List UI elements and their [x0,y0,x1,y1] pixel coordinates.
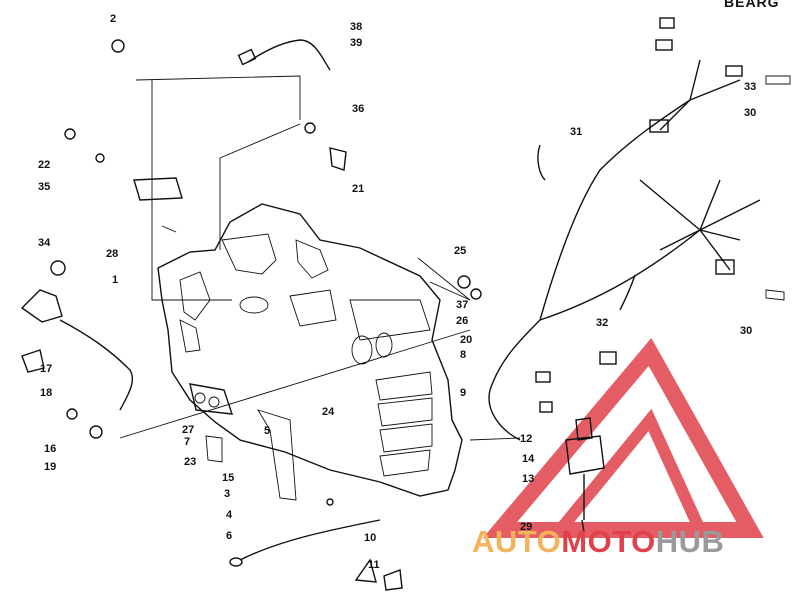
callout-39: 39 [350,37,362,49]
callout-29: 29 [520,521,532,533]
callout-34: 34 [38,237,51,249]
callout-2: 2 [110,13,116,25]
watermark-auto: AUTO [472,524,562,559]
callout-9: 9 [460,387,466,399]
watermark-moto: MOTO [561,524,656,559]
callout-26: 26 [456,315,468,327]
callout-36: 36 [352,103,364,115]
dash-housing [157,203,463,501]
callout-33: 33 [744,81,756,93]
callout-8: 8 [460,349,466,361]
callout-7: 7 [184,436,190,448]
leader-lines [119,75,521,441]
callout-11: 11 [368,559,380,571]
cable-left [20,289,134,411]
callout-4: 4 [226,509,233,521]
callout-27: 27 [182,424,194,436]
callout-5: 5 [264,425,270,437]
callout-15: 15 [222,472,234,484]
callout-20: 20 [460,334,472,346]
callout-10: 10 [364,532,376,544]
callout-28: 28 [106,248,118,260]
callout-16: 16 [44,443,56,455]
wiring-harness [488,17,791,441]
callout-32: 32 [596,317,608,329]
callout-17: 17 [40,363,52,375]
callout-24: 24 [322,406,335,418]
callout-21: 21 [352,183,364,195]
callout-14: 14 [522,453,535,465]
callout-22: 22 [38,159,50,171]
callout-6: 6 [226,530,232,542]
watermark-triangle-icon [482,338,764,538]
cable-bottom [229,519,381,567]
callout-37: 37 [456,299,468,311]
callout-13: 13 [522,473,534,485]
callout-19: 19 [44,461,56,473]
callout-31: 31 [570,126,582,138]
callout-30-top: 30 [744,107,756,119]
relay-switch [565,417,605,520]
watermark-text: AUTOMOTOHUB [472,524,724,560]
callout-38: 38 [350,21,362,33]
callout-25: 25 [454,245,466,257]
watermark-hub: HUB [655,524,725,559]
hardware [21,39,585,591]
cable-top [237,39,331,71]
callout-30-bottom: 30 [740,325,752,337]
callout-23: 23 [184,456,196,468]
callout-35: 35 [38,181,50,193]
callout-12: 12 [520,433,532,445]
callout-1: 1 [112,274,118,286]
callout-3: 3 [224,488,230,500]
callout-18: 18 [40,387,52,399]
header-fragment: BEARG [724,0,780,10]
